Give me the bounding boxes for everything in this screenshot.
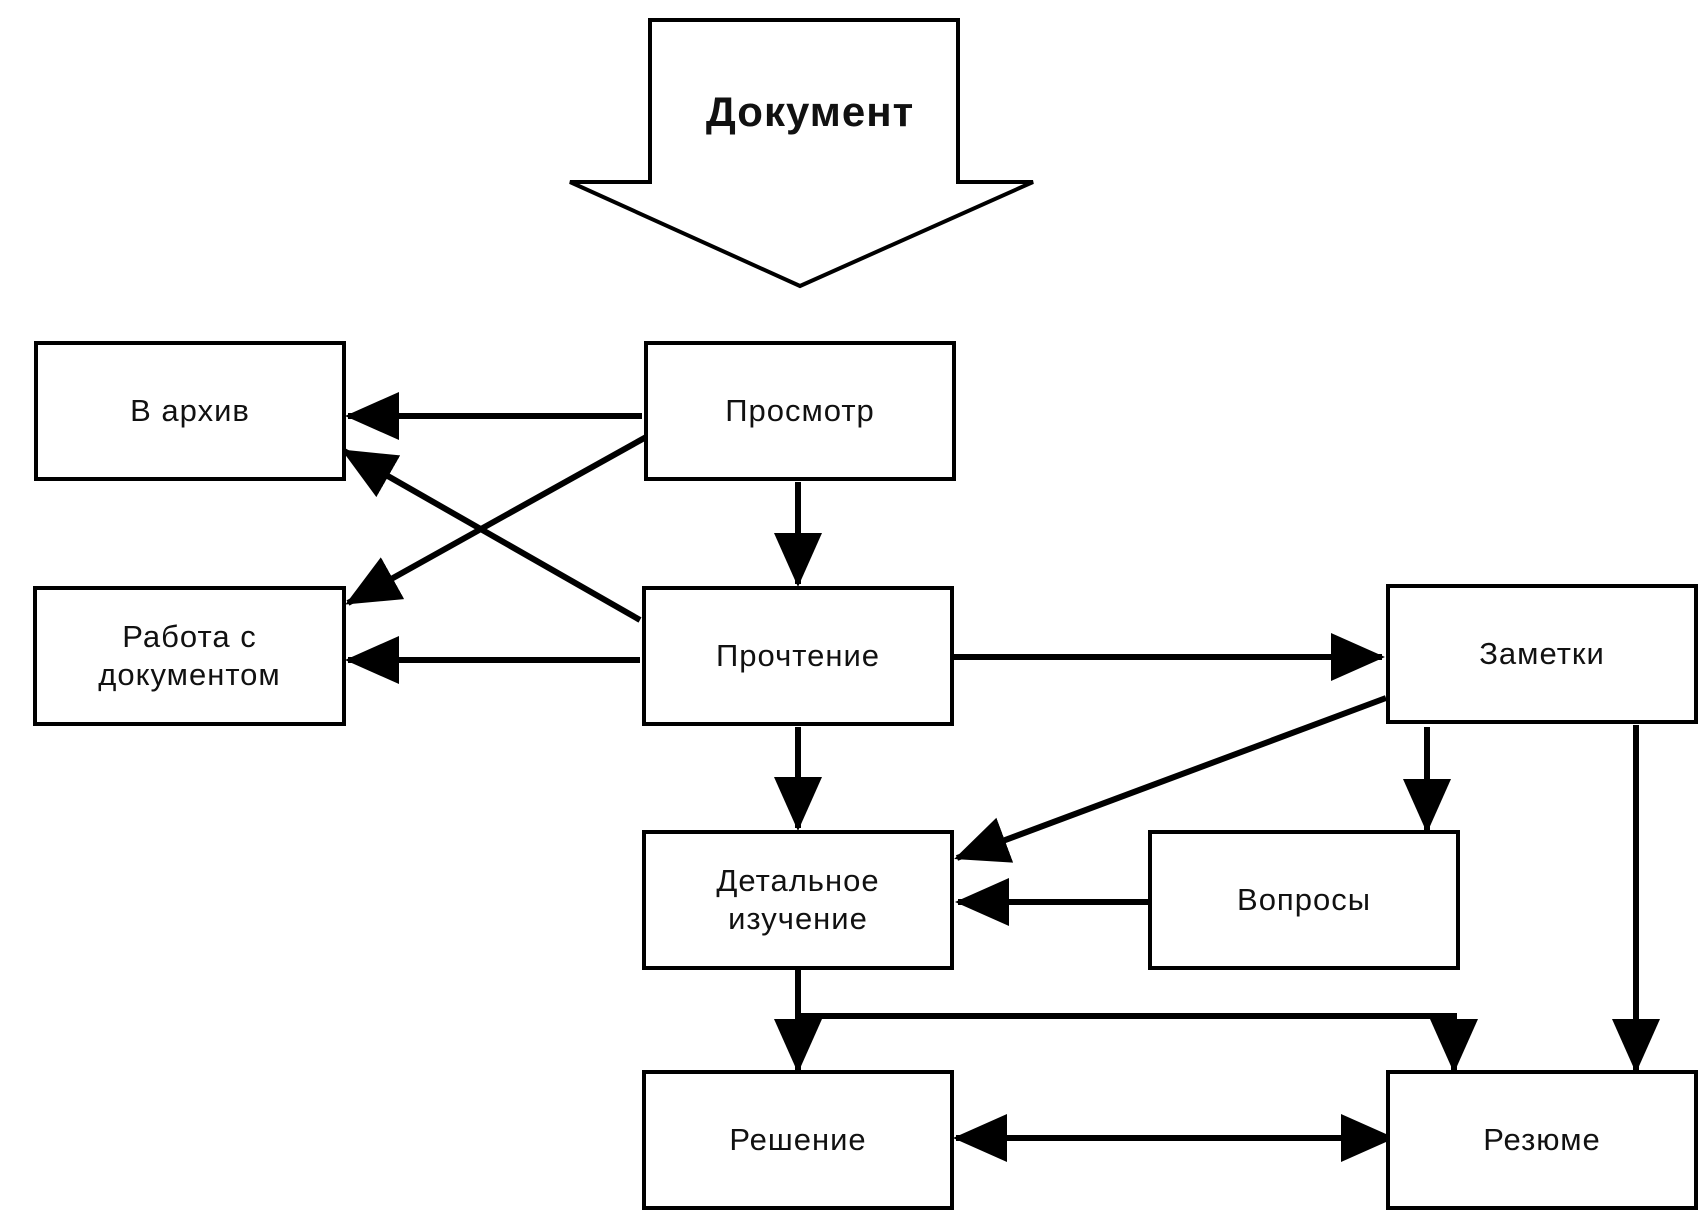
node-notes: Заметки [1386, 584, 1698, 724]
document-label: Документ [705, 88, 915, 135]
node-questions: Вопросы [1148, 830, 1460, 970]
node-work-label: Работа с документом [98, 619, 281, 692]
node-summary-label: Резюме [1483, 1122, 1601, 1158]
node-work-with-document: Работа с документом [33, 586, 346, 726]
node-decision-label: Решение [729, 1122, 867, 1158]
node-study-label: Детальное изучение [716, 863, 880, 936]
node-view: Просмотр [644, 341, 956, 481]
edge-reading-to-archive [341, 448, 642, 623]
node-detailed-study: Детальное изучение [642, 830, 954, 970]
node-questions-label: Вопросы [1237, 882, 1371, 918]
node-view-label: Просмотр [725, 393, 875, 429]
node-notes-label: Заметки [1479, 636, 1605, 672]
edge-notes-to-study [954, 695, 1388, 863]
document-block-arrow [569, 18, 1034, 289]
node-reading: Прочтение [642, 586, 954, 726]
node-archive: В архив [34, 341, 346, 481]
node-reading-label: Прочтение [716, 638, 880, 674]
node-decision: Решение [642, 1070, 954, 1210]
edge-study-to-summary [798, 1013, 1478, 1073]
edge-view-to-work [345, 433, 650, 606]
node-archive-label: В архив [130, 393, 250, 429]
node-summary: Резюме [1386, 1070, 1698, 1210]
